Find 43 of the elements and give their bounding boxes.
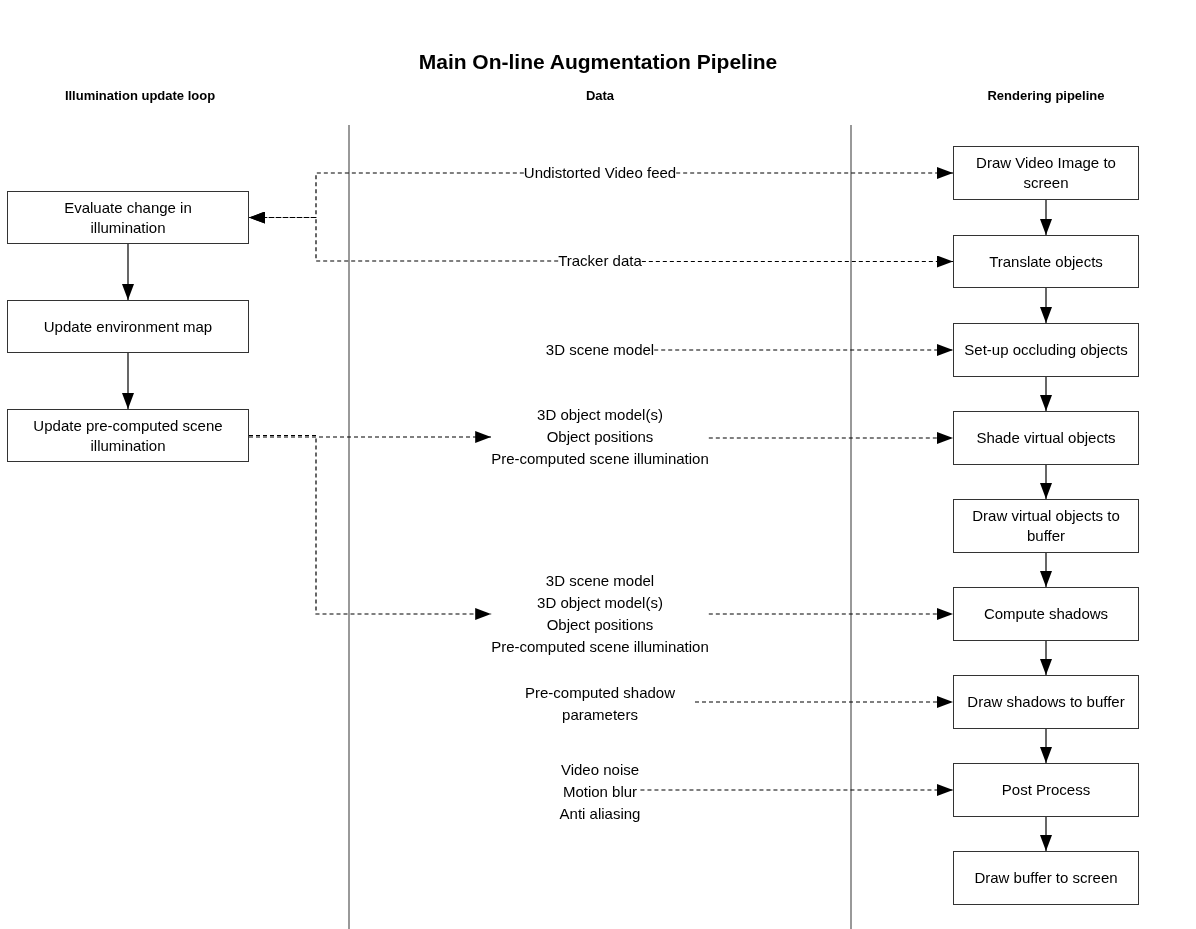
arrow	[122, 352, 134, 410]
arrow	[653, 344, 954, 356]
arrow	[1040, 640, 1052, 676]
column-heading: Rendering pipeline	[986, 87, 1106, 105]
data-text: Tracker data	[558, 249, 642, 273]
process-box: Translate objects	[953, 235, 1139, 288]
arrow	[639, 784, 954, 796]
arrow	[708, 608, 954, 620]
arrow	[1040, 552, 1052, 588]
process-box: Post Process	[953, 763, 1139, 817]
arrow	[1040, 199, 1052, 236]
arrow	[1040, 816, 1052, 852]
arrow	[694, 696, 954, 708]
data-text: 3D object model(s) Object positions Pre-computed scene illumination	[491, 403, 709, 471]
arrow	[675, 167, 954, 179]
data-text: Video noise Motion blur Anti aliasing	[559, 758, 641, 826]
arrow	[641, 255, 954, 268]
data-text: 3D scene model 3D object model(s) Object positions Pre-computed scene illumination	[491, 568, 709, 660]
data-text: 3D scene model	[545, 338, 655, 362]
process-box: Shade virtual objects	[953, 411, 1139, 465]
diagram-title: Main On-line Augmentation Pipeline	[417, 49, 779, 75]
arrow	[248, 431, 492, 443]
process-box: Draw buffer to screen	[953, 851, 1139, 905]
arrow	[708, 432, 954, 444]
data-text: Undistorted Video feed	[523, 161, 677, 185]
process-box: Compute shadows	[953, 587, 1139, 641]
process-box: Update environment map	[7, 300, 249, 353]
process-box: Evaluate change in illumination	[7, 191, 249, 244]
arrow	[122, 243, 134, 301]
arrow	[1040, 464, 1052, 500]
arrow	[248, 434, 492, 620]
arrow	[1040, 287, 1052, 324]
column-heading: Data	[584, 87, 616, 105]
process-box: Draw shadows to buffer	[953, 675, 1139, 729]
process-box: Draw virtual objects to buffer	[953, 499, 1139, 553]
arrow	[1040, 728, 1052, 764]
process-box: Draw Video Image to screen	[953, 146, 1139, 200]
process-box: Update pre-computed scene illumination	[7, 409, 249, 462]
data-text: Pre-computed shadow parameters	[505, 681, 695, 727]
column-heading: Illumination update loop	[63, 87, 217, 105]
arrow	[248, 211, 559, 262]
process-box: Set-up occluding objects	[953, 323, 1139, 377]
arrow	[1040, 376, 1052, 412]
